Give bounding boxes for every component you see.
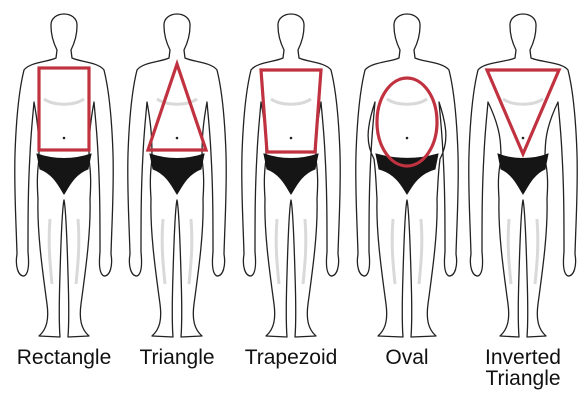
navel xyxy=(176,137,179,140)
male-body-inverted-triangle xyxy=(464,4,582,344)
navel xyxy=(290,137,293,140)
figure-trapezoid xyxy=(232,4,350,344)
male-body-triangle xyxy=(118,4,236,344)
label-oval: Oval xyxy=(348,347,466,369)
figure-triangle xyxy=(118,4,236,344)
male-body-oval xyxy=(348,4,466,344)
male-body-trapezoid xyxy=(232,4,350,344)
navel xyxy=(406,137,409,140)
figure-oval xyxy=(348,4,466,344)
figure-inverted-triangle xyxy=(464,4,582,344)
label-trapezoid: Trapezoid xyxy=(232,347,350,369)
label-rectangle: Rectangle xyxy=(5,347,123,369)
figure-rectangle xyxy=(5,4,123,344)
label-inverted-triangle: Inverted Triangle xyxy=(464,347,582,389)
navel xyxy=(63,137,66,140)
label-triangle: Triangle xyxy=(118,347,236,369)
male-body-rectangle xyxy=(5,4,123,344)
navel xyxy=(522,137,525,140)
